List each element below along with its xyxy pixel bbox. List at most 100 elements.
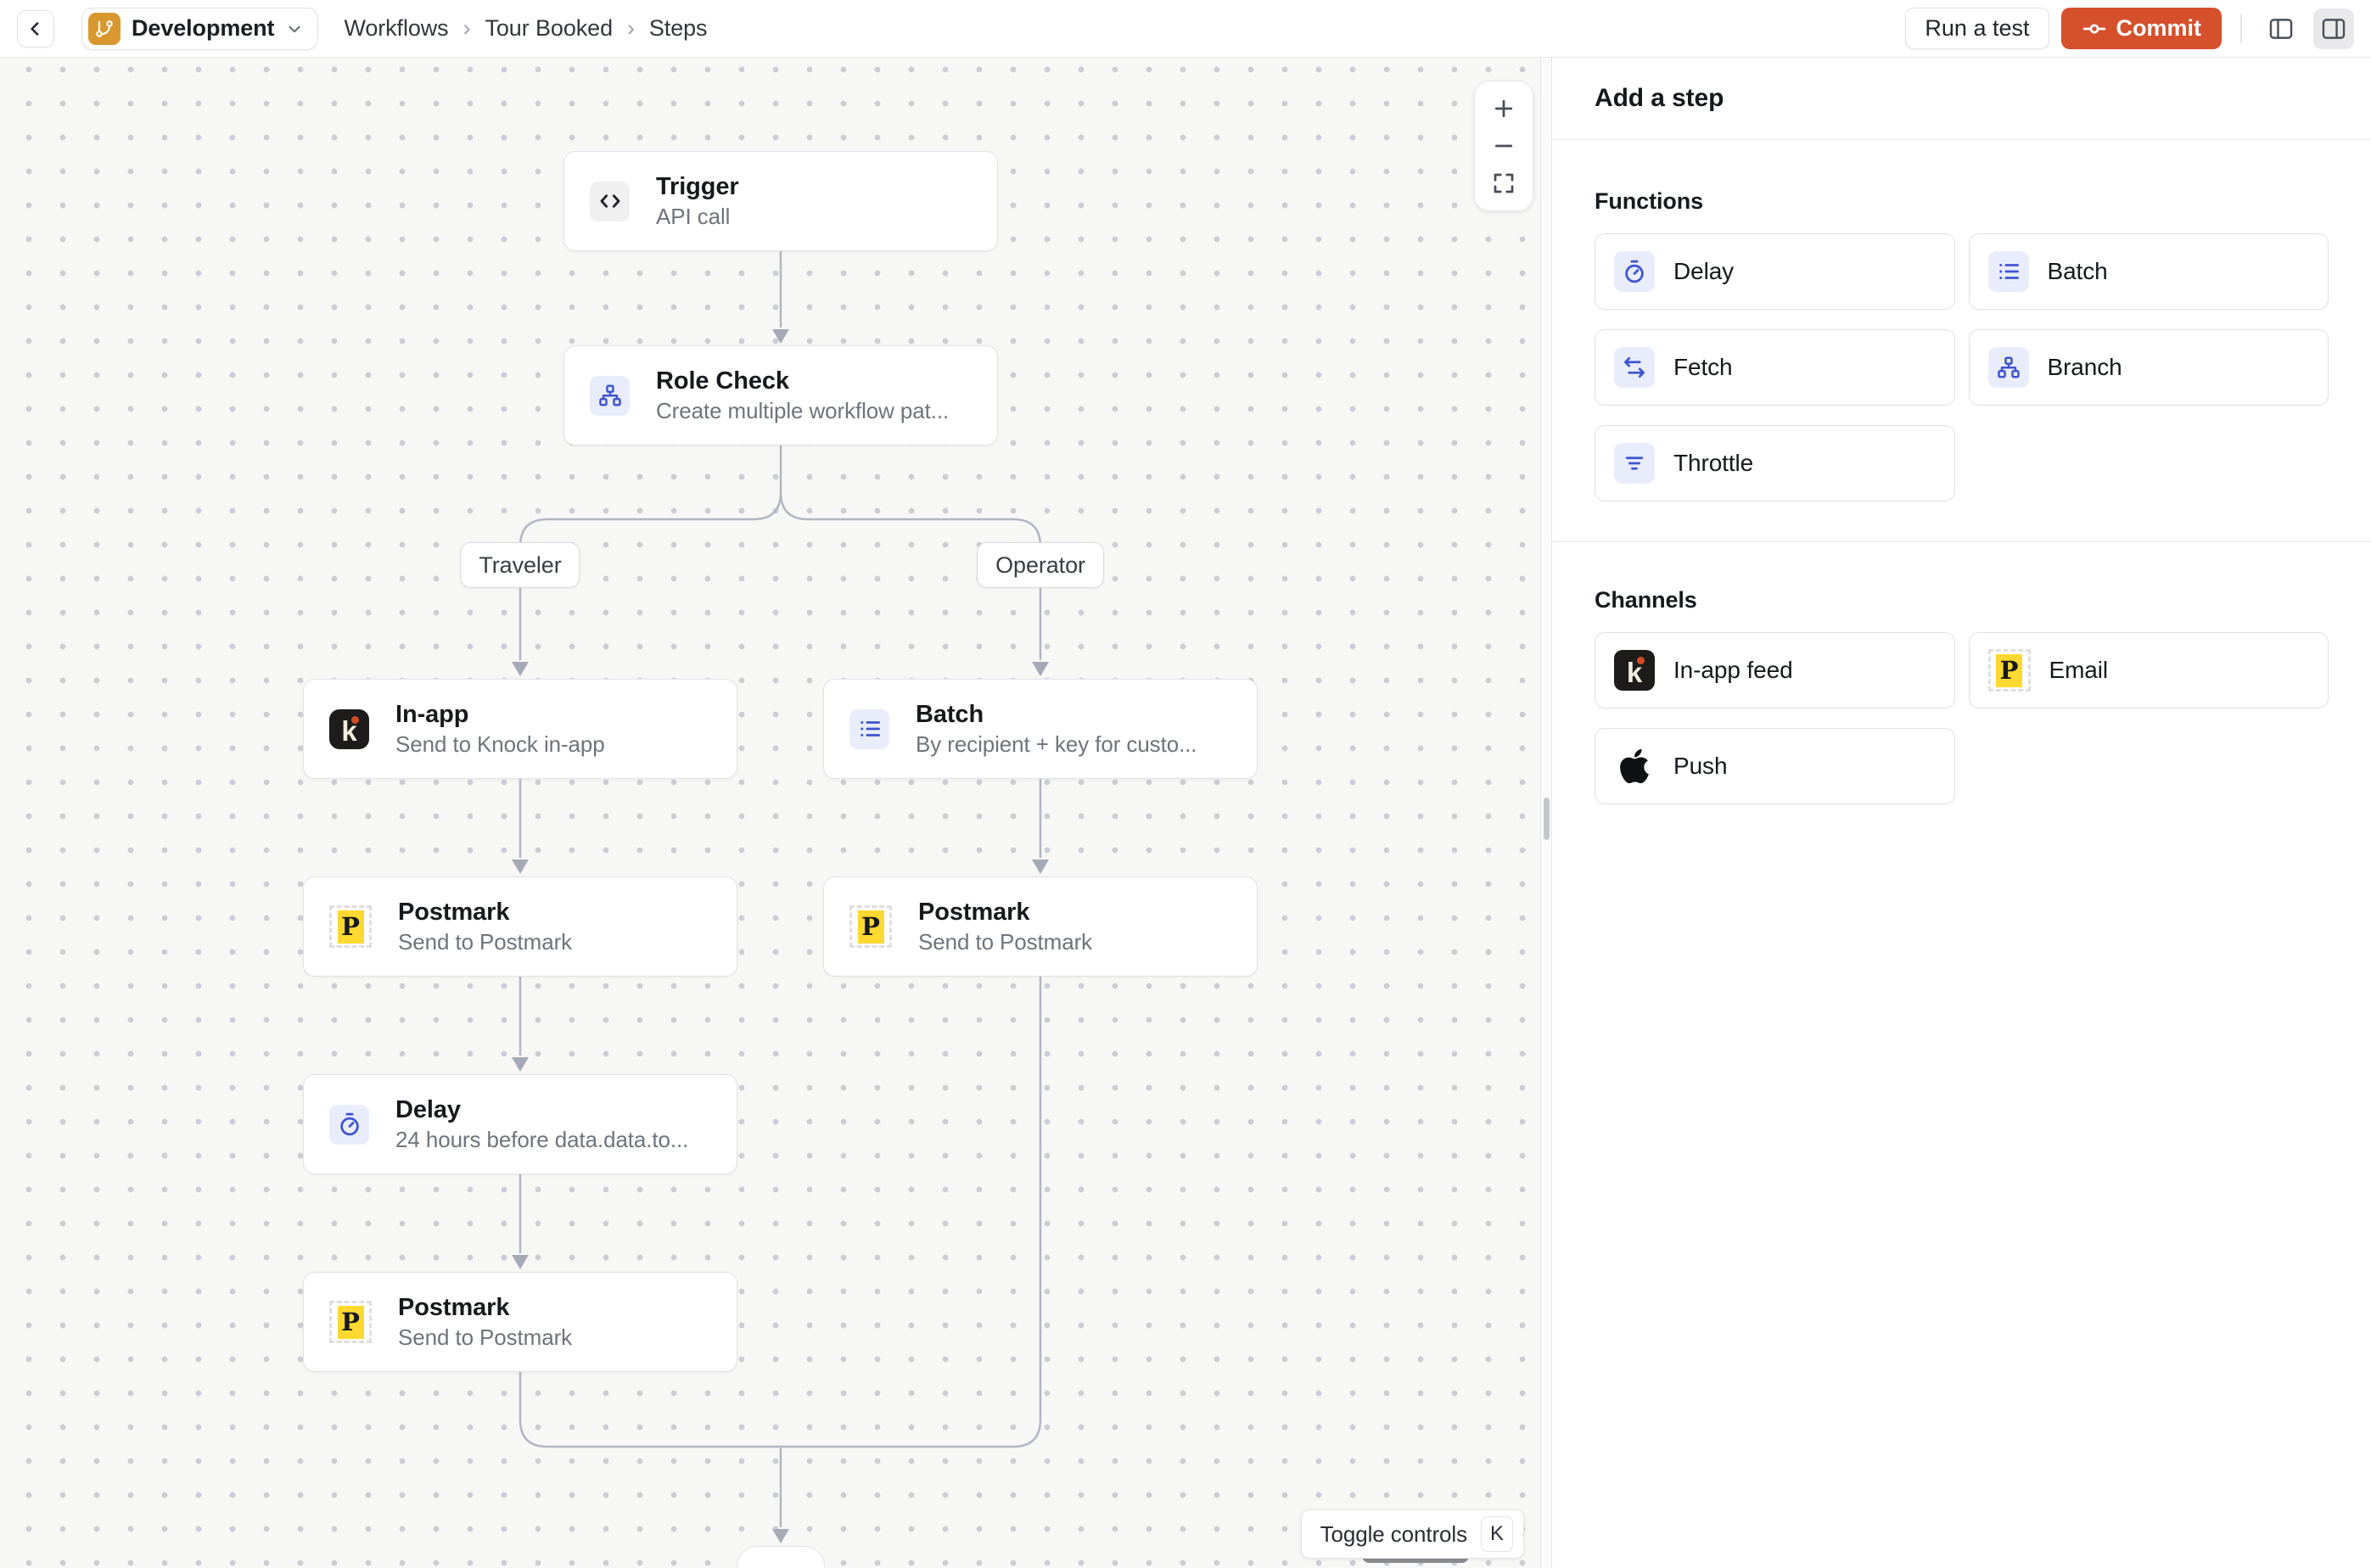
back-button[interactable] <box>17 9 54 48</box>
step-card-push[interactable]: Push <box>1595 728 1955 804</box>
filter-lines-icon <box>1614 443 1655 484</box>
node-title: Delay <box>395 1096 461 1123</box>
workflow-connectors <box>512 251 1049 1543</box>
node-trigger[interactable]: Trigger API call <box>563 151 998 251</box>
node-title: Postmark <box>918 899 1030 926</box>
run-a-test-button[interactable]: Run a test <box>1905 8 2049 49</box>
node-subtitle: Send to Postmark <box>398 929 573 955</box>
stopwatch-icon <box>1614 251 1655 292</box>
breadcrumb-steps[interactable]: Steps <box>648 15 708 41</box>
node-title: Postmark <box>398 899 510 926</box>
node-subtitle: API call <box>656 204 731 229</box>
node-title: Role Check <box>656 367 789 395</box>
step-card-label: Delay <box>1673 258 1735 284</box>
add-step-header: Add a step <box>1552 58 2371 140</box>
step-card-label: Fetch <box>1673 354 1733 380</box>
step-card-throttle[interactable]: Throttle <box>1595 425 1955 501</box>
postmark-icon: P <box>329 1301 372 1343</box>
add-step-panel: Add a step Functions Delay Batch <box>1551 58 2371 1568</box>
apple-icon <box>1614 746 1655 787</box>
section-divider <box>1552 541 2371 542</box>
step-card-email[interactable]: P Email <box>1968 632 2329 708</box>
breadcrumb-separator: › <box>626 15 635 41</box>
step-card-label: In-app feed <box>1673 657 1793 683</box>
node-subtitle: Send to Knock in-app <box>395 731 605 757</box>
node-postmark-operator[interactable]: P Postmark Send to Postmark <box>823 876 1258 977</box>
step-card-batch[interactable]: Batch <box>1968 233 2329 310</box>
node-postmark-2[interactable]: P Postmark Send to Postmark <box>303 1272 737 1372</box>
main-area: Trigger API call Role Check Create multi… <box>0 58 2371 1568</box>
top-bar: Development Workflows › Tour Booked › St… <box>0 0 2371 58</box>
chevron-down-icon <box>289 25 301 32</box>
list-icon <box>1987 251 2029 292</box>
vertical-scrollbar[interactable] <box>1544 798 1550 840</box>
node-subtitle: Send to Postmark <box>398 1324 573 1350</box>
branch-label-operator[interactable]: Operator <box>977 542 1104 588</box>
zoom-in-button[interactable] <box>1483 90 1525 127</box>
step-card-label: Branch <box>2047 354 2122 380</box>
keyboard-shortcut-k: K <box>1481 1516 1513 1552</box>
panel-title: Add a step <box>1595 84 1724 112</box>
environment-label: Development <box>132 15 275 41</box>
list-icon <box>849 708 889 749</box>
node-title: Postmark <box>398 1294 510 1321</box>
step-card-delay[interactable]: Delay <box>1595 233 1955 310</box>
step-card-in-app-feed[interactable]: k In-app feed <box>1595 632 1955 708</box>
panel-right-icon <box>2322 18 2346 39</box>
step-card-label: Email <box>2049 657 2109 683</box>
breadcrumb-workflows[interactable]: Workflows <box>344 15 449 41</box>
toggle-controls-button[interactable]: Toggle controls K <box>1300 1509 1524 1559</box>
workflow-end-node[interactable] <box>737 1546 825 1568</box>
postmark-icon: P <box>1987 649 2031 692</box>
channels-grid: k In-app feed P Email Push <box>1595 632 2329 804</box>
functions-section-label: Functions <box>1595 188 1704 214</box>
node-subtitle: Send to Postmark <box>918 929 1093 955</box>
node-subtitle: Create multiple workflow pat... <box>656 398 950 423</box>
zoom-out-button[interactable] <box>1483 127 1525 165</box>
step-card-label: Batch <box>2047 258 2108 284</box>
postmark-icon: P <box>849 905 892 948</box>
fit-view-button[interactable] <box>1483 165 1525 202</box>
commit-label: Commit <box>2116 15 2202 41</box>
node-title: In-app <box>395 701 469 728</box>
chevron-left-icon <box>31 21 39 36</box>
step-card-branch[interactable]: Branch <box>1968 329 2329 406</box>
plus-icon <box>1494 99 1513 118</box>
knock-icon: k <box>329 708 369 749</box>
node-title: Trigger <box>656 173 739 200</box>
commit-button[interactable]: Commit <box>2060 8 2222 49</box>
breadcrumb-separator: › <box>462 15 471 41</box>
commit-icon <box>2082 23 2105 33</box>
environment-switcher[interactable]: Development <box>81 7 319 50</box>
panel-left-icon <box>2269 18 2293 39</box>
breadcrumb-tour-booked[interactable]: Tour Booked <box>485 15 613 41</box>
zoom-controls <box>1474 81 1533 211</box>
step-card-fetch[interactable]: Fetch <box>1595 329 1955 406</box>
postmark-icon: P <box>329 905 372 948</box>
channels-section-label: Channels <box>1595 587 1697 613</box>
expand-icon <box>1494 173 1514 193</box>
toggle-controls-label: Toggle controls <box>1320 1520 1467 1547</box>
topbar-divider <box>2240 14 2242 43</box>
toggle-right-panel-button[interactable] <box>2313 8 2354 49</box>
stopwatch-icon <box>329 1104 369 1145</box>
node-postmark-1[interactable]: P Postmark Send to Postmark <box>303 876 737 977</box>
node-subtitle: 24 hours before data.data.to... <box>395 1127 689 1152</box>
branch-icon <box>590 375 630 416</box>
step-card-label: Throttle <box>1673 450 1754 476</box>
git-branch-icon <box>88 12 121 45</box>
node-delay[interactable]: Delay 24 hours before data.data.to... <box>303 1074 737 1174</box>
toggle-left-panel-button[interactable] <box>2261 8 2301 49</box>
node-title: Batch <box>916 701 984 728</box>
breadcrumb: Workflows › Tour Booked › Steps <box>344 15 707 42</box>
canvas-scroll-gutter <box>1540 58 1551 1568</box>
node-in-app[interactable]: k In-app Send to Knock in-app <box>303 679 737 779</box>
node-subtitle: By recipient + key for custo... <box>916 731 1197 757</box>
step-card-label: Push <box>1673 753 1728 779</box>
node-batch[interactable]: Batch By recipient + key for custo... <box>823 679 1258 779</box>
node-role-check[interactable]: Role Check Create multiple workflow pat.… <box>563 345 998 445</box>
branch-label-traveler[interactable]: Traveler <box>460 542 580 588</box>
minus-icon <box>1494 144 1513 148</box>
workflow-canvas[interactable]: Trigger API call Role Check Create multi… <box>0 58 1540 1568</box>
branch-icon <box>1987 347 2029 388</box>
